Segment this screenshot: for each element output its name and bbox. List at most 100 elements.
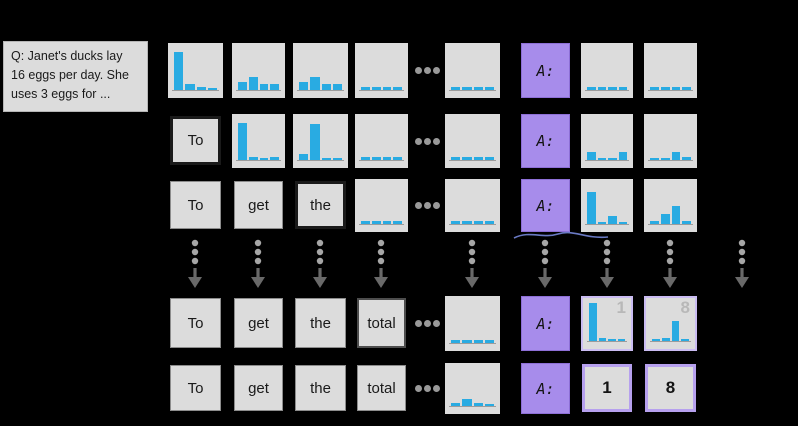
ellipsis-dots [415, 296, 440, 351]
histogram-bar [589, 303, 597, 341]
trajectory-dot [191, 257, 199, 265]
ghost-token-label: 8 [680, 298, 690, 317]
histogram-bar [473, 221, 483, 224]
histogram-bar [618, 152, 627, 160]
ellipsis-dot [433, 67, 440, 74]
trajectory-dot [254, 248, 262, 256]
answer-box: A: [521, 114, 570, 168]
histogram-bar [259, 158, 269, 160]
histogram-bars [174, 52, 217, 90]
prob-histogram [581, 114, 633, 168]
histogram-baseline [585, 224, 629, 225]
token-box-get: get [234, 181, 283, 229]
histogram-bar [310, 124, 320, 160]
prob-histogram [355, 114, 408, 168]
histogram-baseline [648, 160, 693, 161]
histogram-bars [451, 157, 494, 160]
histogram-bar [597, 158, 606, 160]
ellipsis-dot [424, 385, 431, 392]
histogram-bar [608, 87, 617, 90]
down-arrow-icon [251, 239, 265, 288]
histogram-baseline [172, 90, 219, 91]
final-token-1: 1 [582, 364, 632, 412]
histogram-bar [259, 84, 269, 90]
histogram-bar [484, 157, 494, 160]
histogram-bar [473, 87, 483, 90]
histogram-baseline [449, 90, 496, 91]
histogram-bar [299, 154, 309, 160]
histogram-baseline [297, 90, 344, 91]
histogram-baseline [236, 90, 281, 91]
token-box-the: the [295, 365, 346, 411]
trajectory-dot [468, 239, 476, 247]
prob-histogram [644, 43, 697, 98]
histogram-bar [196, 87, 206, 90]
annotation-squiggle [513, 231, 609, 239]
histogram-bar [682, 221, 691, 224]
histogram-bar [682, 157, 691, 160]
trajectory-dot [666, 239, 674, 247]
ellipsis-dot [415, 67, 422, 74]
histogram-bars [587, 152, 627, 160]
down-arrow-icon [663, 239, 677, 288]
histogram-baseline [359, 90, 404, 91]
histogram-baseline [449, 224, 496, 225]
token-box-get: get [234, 298, 283, 348]
histogram-bar [393, 87, 402, 90]
histogram-bars [650, 206, 691, 224]
ellipsis-dot [415, 385, 422, 392]
histogram-bar [484, 340, 494, 343]
down-arrow-icon [465, 239, 479, 288]
histogram-bar [608, 216, 617, 224]
histogram-bar [462, 157, 472, 160]
token-box-to: To [170, 116, 221, 165]
ellipsis-dot [415, 320, 422, 327]
ellipsis-dots [415, 43, 440, 98]
histogram-baseline [359, 224, 404, 225]
trajectory-dot [468, 248, 476, 256]
histogram-bar [310, 77, 320, 90]
ellipsis-dots [415, 114, 440, 168]
histogram-bar [608, 339, 616, 341]
trajectory-dot [738, 257, 746, 265]
histogram-bar [597, 87, 606, 90]
histogram-bar [671, 87, 681, 90]
histogram-bars [451, 340, 494, 343]
histogram-bar [451, 403, 461, 406]
token-box-get: get [234, 365, 283, 411]
trajectory-dot [191, 248, 199, 256]
histogram-bars [587, 87, 627, 90]
histogram-bar [382, 157, 392, 160]
token-box-to: To [170, 181, 221, 229]
histogram-baseline [585, 90, 629, 91]
histogram-bar [484, 404, 494, 406]
token-box-the: the [295, 298, 346, 348]
token-box-total: total [357, 365, 406, 411]
histogram-bar [371, 157, 381, 160]
prob-histogram [581, 179, 633, 232]
histogram-bar [393, 157, 402, 160]
prob-histogram [355, 179, 408, 232]
histogram-bars [652, 321, 689, 341]
down-arrow-icon [735, 239, 749, 288]
ghost-token-label: 1 [616, 298, 626, 317]
histogram-bar [587, 192, 596, 224]
answer-box: A: [521, 296, 570, 351]
trajectory-dot [603, 248, 611, 256]
ellipsis-dot [433, 202, 440, 209]
histogram-bars [299, 77, 342, 90]
prob-histogram [445, 296, 500, 351]
prob-histogram [445, 114, 500, 168]
histogram-baseline [585, 160, 629, 161]
histogram-bar [671, 321, 680, 341]
final-token-8: 8 [645, 364, 696, 412]
trajectory-dot [316, 239, 324, 247]
histogram-bar [682, 87, 691, 90]
trajectory-dot [541, 248, 549, 256]
histogram-bar [451, 157, 461, 160]
ellipsis-dot [424, 320, 431, 327]
histogram-bar [451, 221, 461, 224]
down-arrow-icon [600, 239, 614, 288]
histogram-bar [484, 221, 494, 224]
token-box-to: To [170, 298, 221, 348]
